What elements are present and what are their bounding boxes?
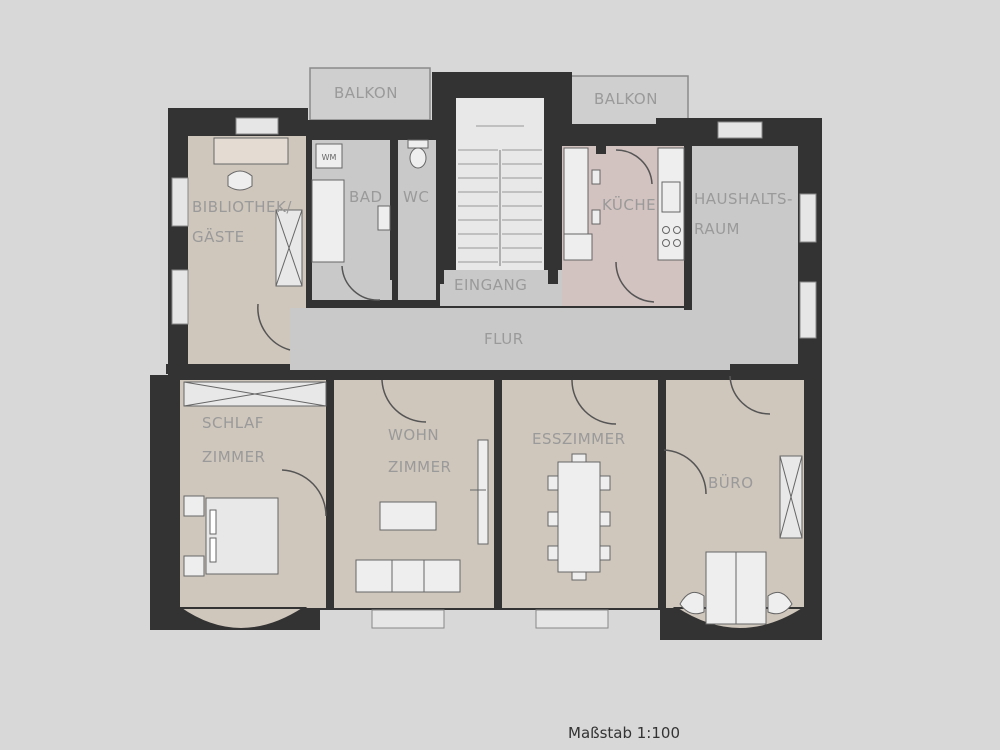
label-bibliothek-2: GÄSTE (192, 227, 245, 246)
kitchen-counter (563, 147, 589, 235)
stool (591, 169, 601, 185)
nightstand (183, 495, 205, 517)
desk (213, 137, 289, 165)
label-haushalt-2: RAUM (694, 220, 740, 238)
label-kueche: KÜCHE (602, 195, 656, 214)
bathtub (311, 179, 345, 263)
window (799, 193, 817, 243)
door-swings (257, 149, 771, 517)
stool (591, 209, 601, 225)
label-balkon-right: BALKON (594, 90, 658, 108)
stove-burner (673, 226, 681, 234)
washing-machine (315, 143, 343, 169)
window (535, 609, 609, 629)
balcony-right (569, 75, 689, 127)
room-flur (290, 308, 730, 370)
label-balkon-left: BALKON (334, 84, 398, 102)
label-bibliothek-1: BIBLIOTHEK/ (192, 198, 292, 216)
stove-burner (662, 239, 670, 247)
stove-burner (662, 226, 670, 234)
room-eingang (440, 270, 564, 306)
label-wc: WC (403, 188, 429, 206)
label-flur: FLUR (484, 330, 524, 348)
chair (679, 591, 705, 615)
chair (227, 170, 253, 191)
window (371, 609, 445, 629)
sofa-bed (275, 209, 303, 287)
buero-cabinet (779, 455, 803, 539)
tv-shelf (470, 439, 489, 545)
window (799, 281, 817, 339)
pillow (209, 509, 217, 535)
window (717, 121, 763, 139)
label-schlaf-1: SCHLAF (202, 414, 264, 432)
balcony-left (309, 67, 431, 121)
coffee-table (379, 501, 437, 531)
window (235, 117, 279, 135)
staircase-steps (458, 125, 542, 266)
bed (205, 497, 279, 575)
label-eingang: EINGANG (454, 276, 527, 294)
label-haushalt-1: HAUSHALTS- (694, 190, 793, 208)
dining-chairs (547, 453, 611, 581)
scale-label: Maßstab 1:100 (568, 724, 680, 742)
label-esszimmer: ESSZIMMER (532, 430, 626, 448)
label-wohn-1: WOHN (388, 426, 439, 444)
label-wohn-2: ZIMMER (388, 458, 451, 476)
window (171, 177, 189, 227)
interior-walls (166, 98, 822, 608)
toilet (407, 139, 429, 149)
washing-machine-label: WM (322, 153, 337, 162)
chair (767, 591, 793, 615)
toilet-bowl (409, 147, 427, 169)
wardrobe (183, 381, 327, 407)
sink (377, 205, 391, 231)
stove-burner (673, 239, 681, 247)
sofa (355, 559, 461, 593)
nightstand (183, 555, 205, 577)
label-buero: BÜRO (708, 473, 754, 492)
kitchen-counter (563, 233, 593, 261)
dining-table (557, 461, 601, 573)
label-bad: BAD (349, 188, 383, 206)
pillow (209, 537, 217, 563)
bay-window-schlaf (176, 607, 308, 630)
kitchen-sink (661, 181, 681, 213)
window (171, 269, 189, 325)
label-schlaf-2: ZIMMER (202, 448, 265, 466)
